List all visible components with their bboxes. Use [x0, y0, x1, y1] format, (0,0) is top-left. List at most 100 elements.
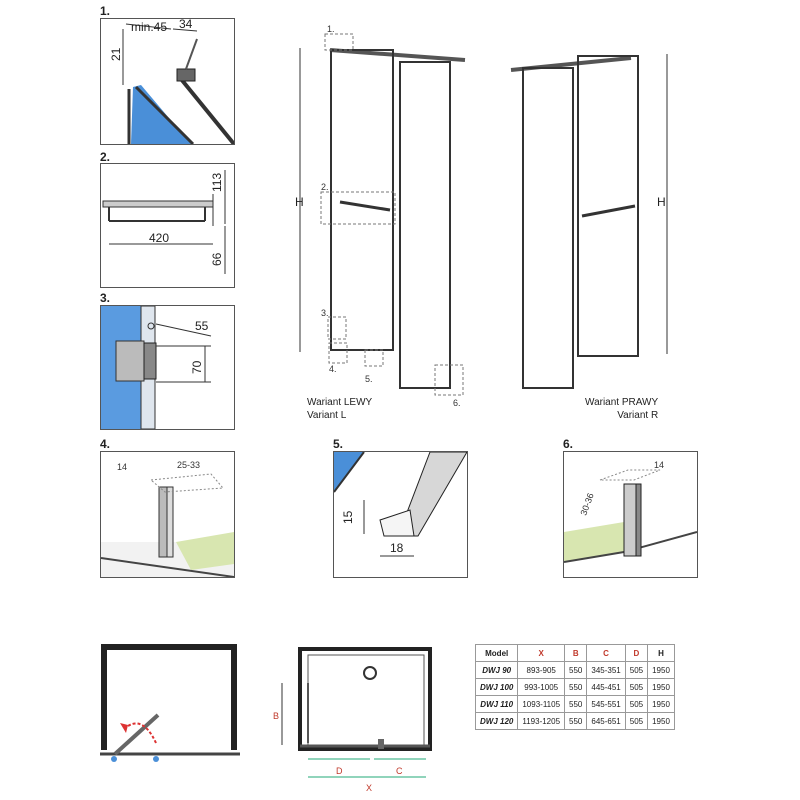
variant-right-line2: Variant R: [617, 410, 659, 421]
dim-14: 14: [117, 462, 127, 472]
callout-label-3: 3.: [321, 308, 329, 318]
bottom-seal-profile: [397, 452, 467, 537]
enclosure-walls: [101, 644, 237, 760]
door-open-position: [113, 713, 160, 756]
callout-box-2: [320, 191, 396, 225]
height-label-left: H: [295, 195, 304, 209]
callout-label-4: 4.: [329, 364, 337, 374]
cell-c: 345-351: [586, 661, 626, 679]
detail-2-drawing: 420 113 66: [102, 170, 226, 274]
dim-14: 14: [654, 460, 664, 470]
cell-h: 1950: [647, 712, 675, 730]
callout-box-4: [328, 342, 348, 364]
plan-view-door-swing: [100, 644, 240, 765]
header-model: Model: [474, 644, 519, 662]
enclosure-walls: [298, 647, 432, 751]
cell-c: 445-451: [586, 678, 626, 696]
table-header-row: Model X B C D H: [474, 644, 675, 662]
cell-b: 550: [564, 678, 588, 696]
wall-mount-bracket: [176, 68, 196, 82]
variant-right-line1: Wariant PRAWY: [585, 397, 659, 408]
label-b: B: [273, 711, 279, 721]
stabilizer-bar-left: [329, 48, 466, 62]
cell-x: 893-905: [517, 661, 566, 679]
dimension-line: [172, 28, 198, 32]
glass-edge: [635, 483, 642, 557]
callout-label-1: 1.: [327, 24, 335, 34]
variant-left-line1: Wariant LEWY: [307, 397, 373, 408]
dim-25-33: 25-33: [177, 460, 200, 470]
cell-model: DWJ 110: [474, 695, 519, 713]
door-left-variant: [330, 49, 394, 351]
section-number-1: 1.: [100, 4, 111, 18]
towel-bar-left-variant: [339, 200, 391, 212]
glass-pane: [131, 85, 191, 144]
swing-arrow-icon: [120, 723, 128, 733]
section-number-2: 2.: [100, 150, 111, 164]
door-edge: [134, 85, 195, 144]
cell-x: 993-1005: [517, 678, 566, 696]
label-d: D: [336, 766, 343, 776]
hinge-screw: [147, 322, 155, 330]
cell-b: 550: [564, 661, 588, 679]
wall-profile: [623, 483, 637, 557]
opening-mask: [100, 750, 240, 765]
cell-c: 645-651: [586, 712, 626, 730]
dim-34: 34: [179, 19, 193, 31]
section-number-5: 5.: [333, 437, 344, 451]
table-row: DWJ 110 1093-1105 550 545-551 505 1950: [474, 695, 675, 713]
detail-panel-1: min.45 34 21: [100, 18, 235, 145]
dimension-line: [125, 23, 172, 30]
cell-b: 550: [564, 695, 588, 713]
swing-arc: [123, 722, 157, 744]
cell-h: 1950: [647, 695, 675, 713]
towel-bar-right-variant: [581, 204, 636, 218]
dim-21: 21: [109, 47, 123, 61]
cell-c: 545-551: [586, 695, 626, 713]
detail-panel-5: 15 18: [333, 451, 468, 578]
detail-panel-6: 14 30-36: [563, 451, 698, 578]
shower-tray-floor: [176, 532, 234, 570]
label-c: C: [396, 766, 403, 776]
hinge-point-right-icon: [153, 756, 159, 762]
callout-label-2: 2.: [321, 182, 329, 192]
height-label-right: H: [657, 195, 666, 209]
detail-panel-2: 420 113 66: [100, 163, 235, 288]
dim-70: 70: [190, 360, 204, 374]
dim-15: 15: [341, 510, 355, 524]
dim-55: 55: [195, 319, 209, 333]
header-d: D: [624, 644, 649, 662]
detail-3-drawing: 55 70: [101, 306, 212, 429]
table-row: DWJ 90 893-905 550 345-351 505 1950: [474, 661, 675, 679]
hinge-plate: [115, 340, 145, 382]
stabilizer-bar: [179, 77, 234, 144]
dim-420: 420: [149, 231, 169, 245]
header-x: X: [517, 644, 566, 662]
cell-model: DWJ 120: [474, 712, 519, 730]
main-door-drawing: H 1. 2. 3. 4. 5. 6. H: [295, 24, 668, 408]
handle-mark-icon: [378, 739, 384, 749]
dim-min45: min.45: [131, 20, 167, 34]
variant-right-caption: Wariant PRAWY Variant R: [585, 396, 658, 422]
hinge-pin: [143, 342, 157, 380]
cell-h: 1950: [647, 661, 675, 679]
header-b: B: [564, 644, 588, 662]
cell-model: DWJ 100: [474, 678, 519, 696]
dim-30-36: 30-36: [578, 492, 595, 517]
wall-profile: [158, 486, 168, 558]
bracket-arm: [185, 38, 198, 70]
detail-panel-3: 55 70: [100, 305, 235, 430]
header-h: H: [647, 644, 675, 662]
glass-edge: [166, 486, 174, 558]
header-c: C: [586, 644, 626, 662]
callout-label-5: 5.: [365, 374, 373, 384]
cell-x: 1193-1205: [517, 712, 566, 730]
section-number-4: 4.: [100, 437, 111, 451]
label-x: X: [366, 783, 372, 793]
callout-box-5: [364, 349, 384, 367]
callout-box-6: [434, 364, 464, 396]
floor-edge: [564, 551, 625, 563]
section-number-6: 6.: [563, 437, 574, 451]
hinge-point-left-icon: [111, 756, 117, 762]
detail-4-drawing: 14 25-33: [101, 460, 234, 577]
